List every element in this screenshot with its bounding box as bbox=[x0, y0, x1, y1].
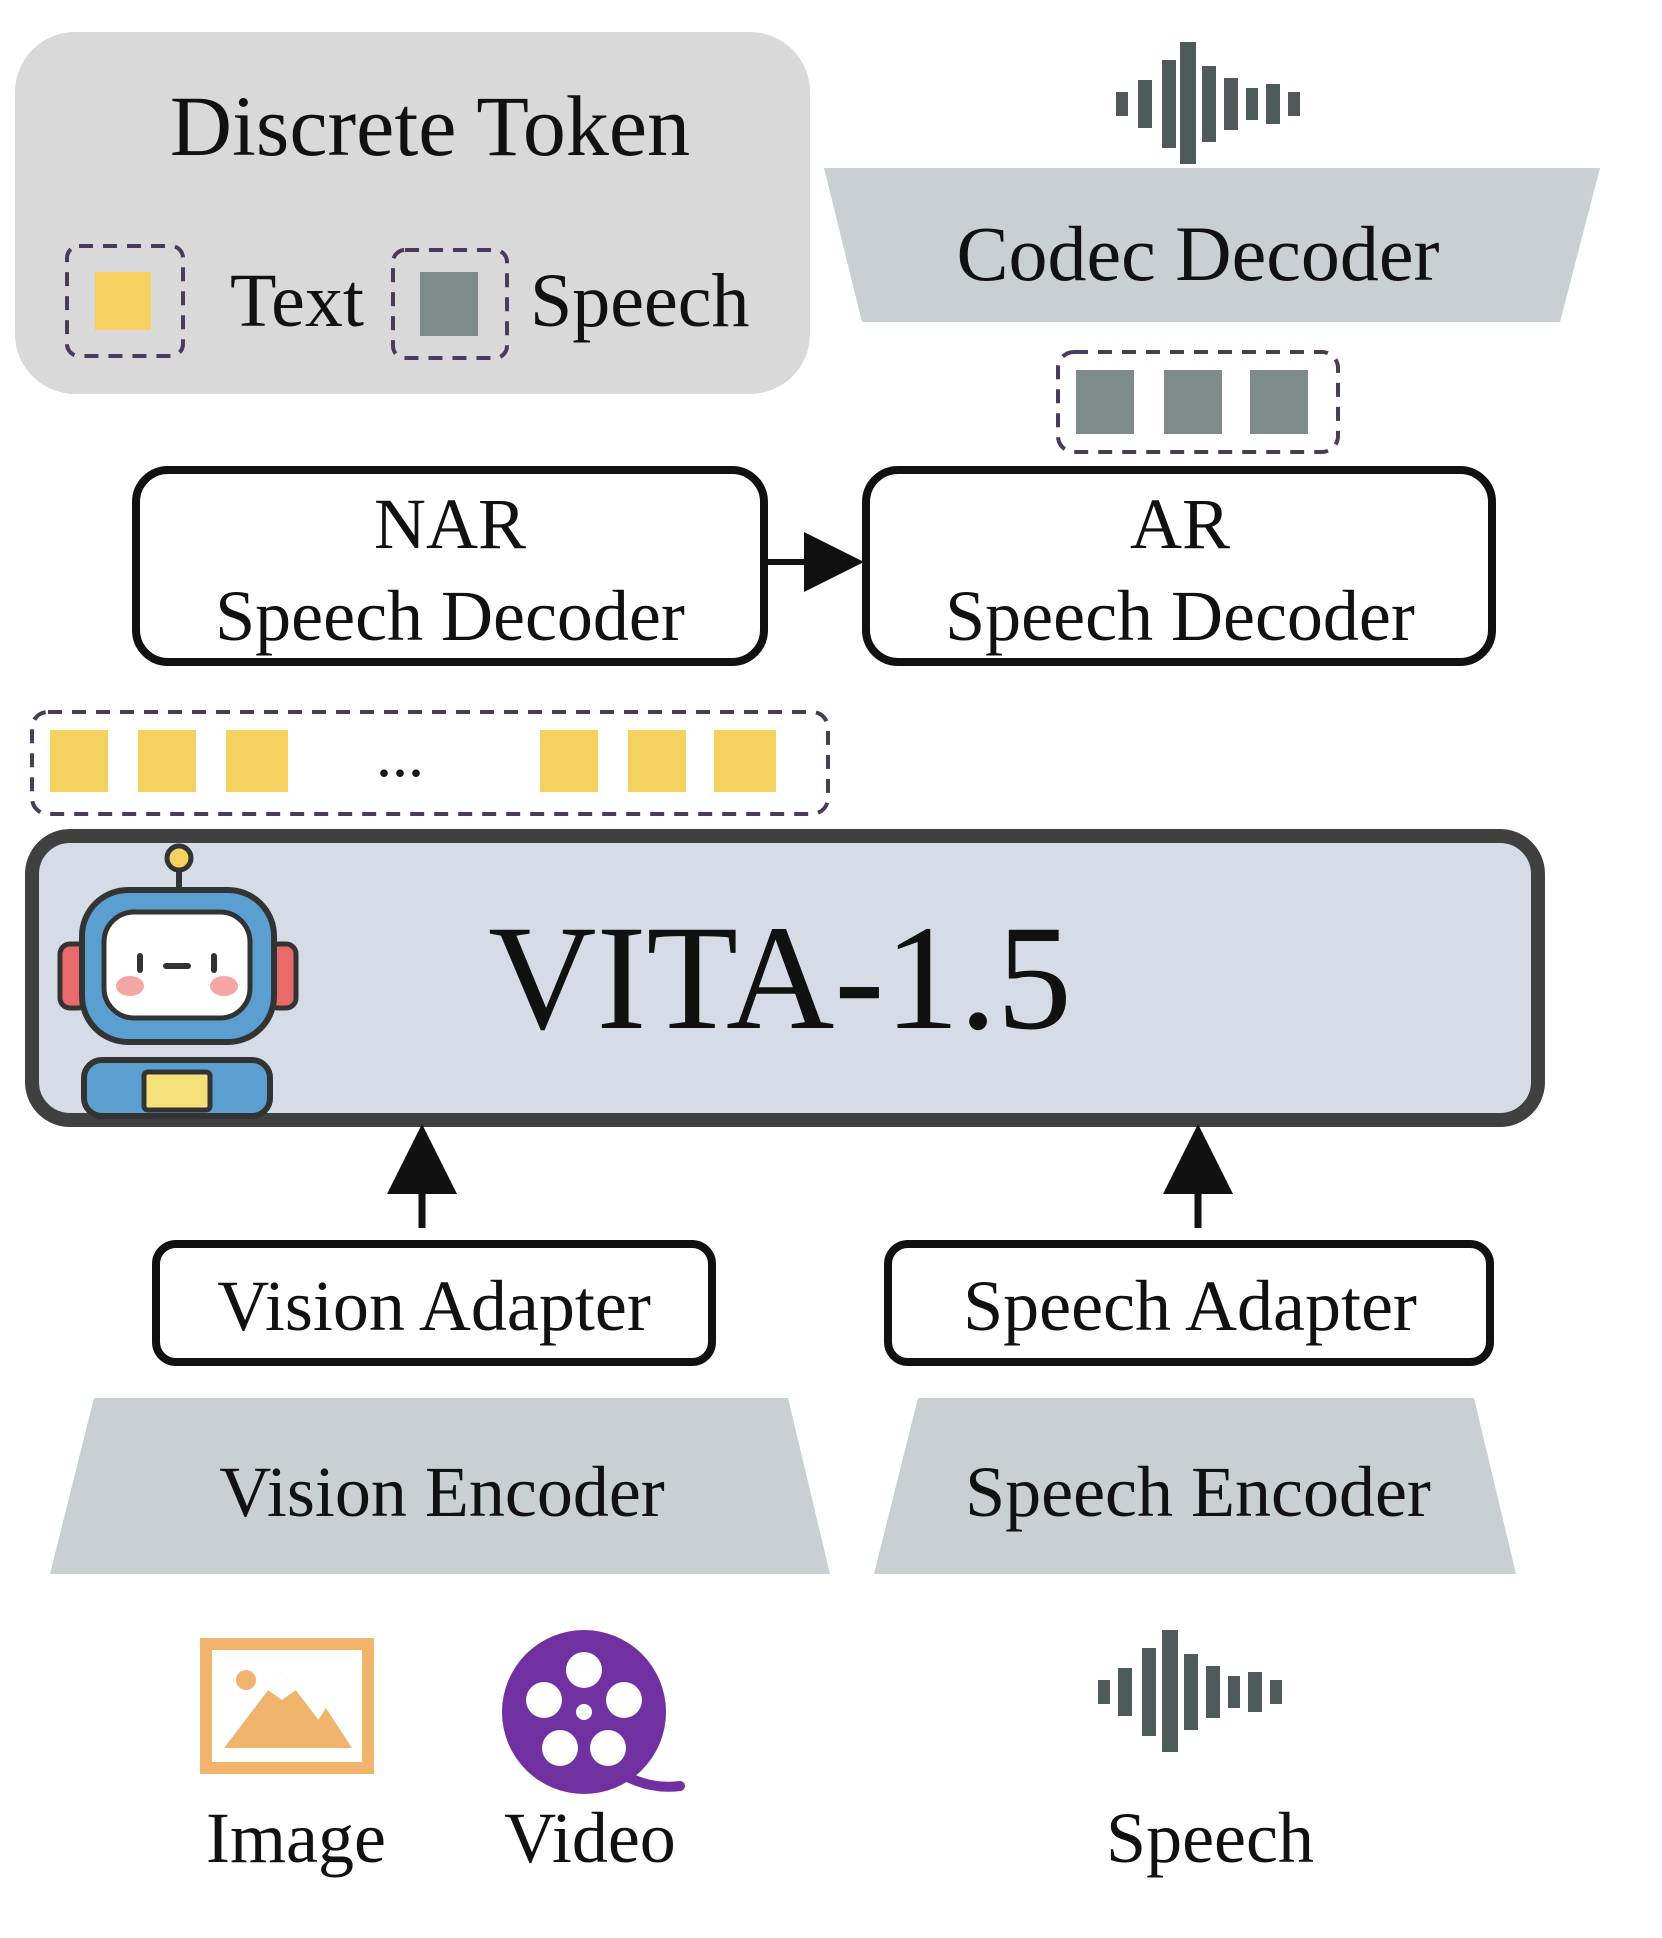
speech-input-label: Speech bbox=[1106, 1798, 1314, 1878]
codec-decoder-shape bbox=[824, 168, 1600, 322]
vita-model: VITA-1.5 bbox=[25, 829, 1545, 1127]
video-label: Video bbox=[504, 1798, 676, 1878]
text-token bbox=[540, 730, 598, 792]
legend-text-token-frame bbox=[65, 244, 185, 358]
text-token bbox=[714, 730, 776, 792]
codec-decoder-label: Codec Decoder bbox=[957, 210, 1440, 297]
text-token bbox=[628, 730, 686, 792]
legend-text-token bbox=[95, 272, 151, 330]
speech-token bbox=[1164, 370, 1222, 434]
speech-encoder-label: Speech Encoder bbox=[965, 1452, 1431, 1532]
legend-title: Discrete Token bbox=[170, 78, 690, 174]
legend-background bbox=[15, 32, 810, 394]
image-icon bbox=[200, 1638, 374, 1774]
video-icon bbox=[502, 1630, 685, 1794]
speech-token bbox=[1076, 370, 1134, 434]
nar-decoder-box bbox=[132, 466, 768, 666]
vita-model-name: VITA-1.5 bbox=[488, 895, 1072, 1061]
text-token bbox=[50, 730, 108, 792]
vision-encoder-label: Vision Encoder bbox=[219, 1452, 665, 1532]
token-ellipsis: ... bbox=[376, 719, 424, 790]
output-waveform-icon bbox=[1116, 42, 1300, 164]
speech-token bbox=[1250, 370, 1308, 434]
input-waveform-icon bbox=[1098, 1630, 1282, 1752]
vision-adapter: Vision Adapter bbox=[152, 1240, 716, 1366]
ar-decoder-box bbox=[862, 466, 1496, 666]
legend-speech-token-frame bbox=[391, 248, 509, 360]
nar-decoder-line2: Speech Decoder bbox=[215, 576, 685, 656]
legend-text-label: Text bbox=[230, 259, 364, 343]
vision-encoder: Vision Encoder bbox=[50, 1398, 830, 1574]
speech-token-frame bbox=[1056, 350, 1340, 454]
image-label: Image bbox=[206, 1798, 386, 1878]
speech-adapter-label: Speech Adapter bbox=[963, 1266, 1417, 1346]
legend-box: Discrete Token Text Speech bbox=[15, 32, 810, 394]
vision-adapter-label: Vision Adapter bbox=[217, 1266, 651, 1346]
robot-icon bbox=[57, 843, 299, 1119]
text-token-frame bbox=[30, 710, 830, 816]
vision-adapter-box bbox=[152, 1240, 716, 1366]
text-token bbox=[226, 730, 288, 792]
ar-speech-decoder: AR Speech Decoder bbox=[862, 466, 1496, 666]
legend-speech-token bbox=[420, 272, 478, 336]
ar-decoder-line2: Speech Decoder bbox=[945, 576, 1415, 656]
text-token bbox=[138, 730, 196, 792]
nar-decoder-line1: NAR bbox=[374, 484, 526, 564]
codec-decoder: Codec Decoder bbox=[824, 168, 1600, 322]
speech-token-group bbox=[1056, 350, 1340, 454]
text-token-group: ... bbox=[30, 710, 830, 816]
speech-adapter: Speech Adapter bbox=[884, 1240, 1494, 1366]
vision-encoder-shape bbox=[50, 1398, 830, 1574]
speech-adapter-box bbox=[884, 1240, 1494, 1366]
legend-speech-label: Speech bbox=[530, 259, 749, 343]
nar-speech-decoder: NAR Speech Decoder bbox=[132, 466, 768, 666]
vita-model-box bbox=[25, 829, 1545, 1127]
speech-encoder-shape bbox=[874, 1398, 1516, 1574]
ar-decoder-line1: AR bbox=[1130, 484, 1230, 564]
speech-encoder: Speech Encoder bbox=[874, 1398, 1516, 1574]
